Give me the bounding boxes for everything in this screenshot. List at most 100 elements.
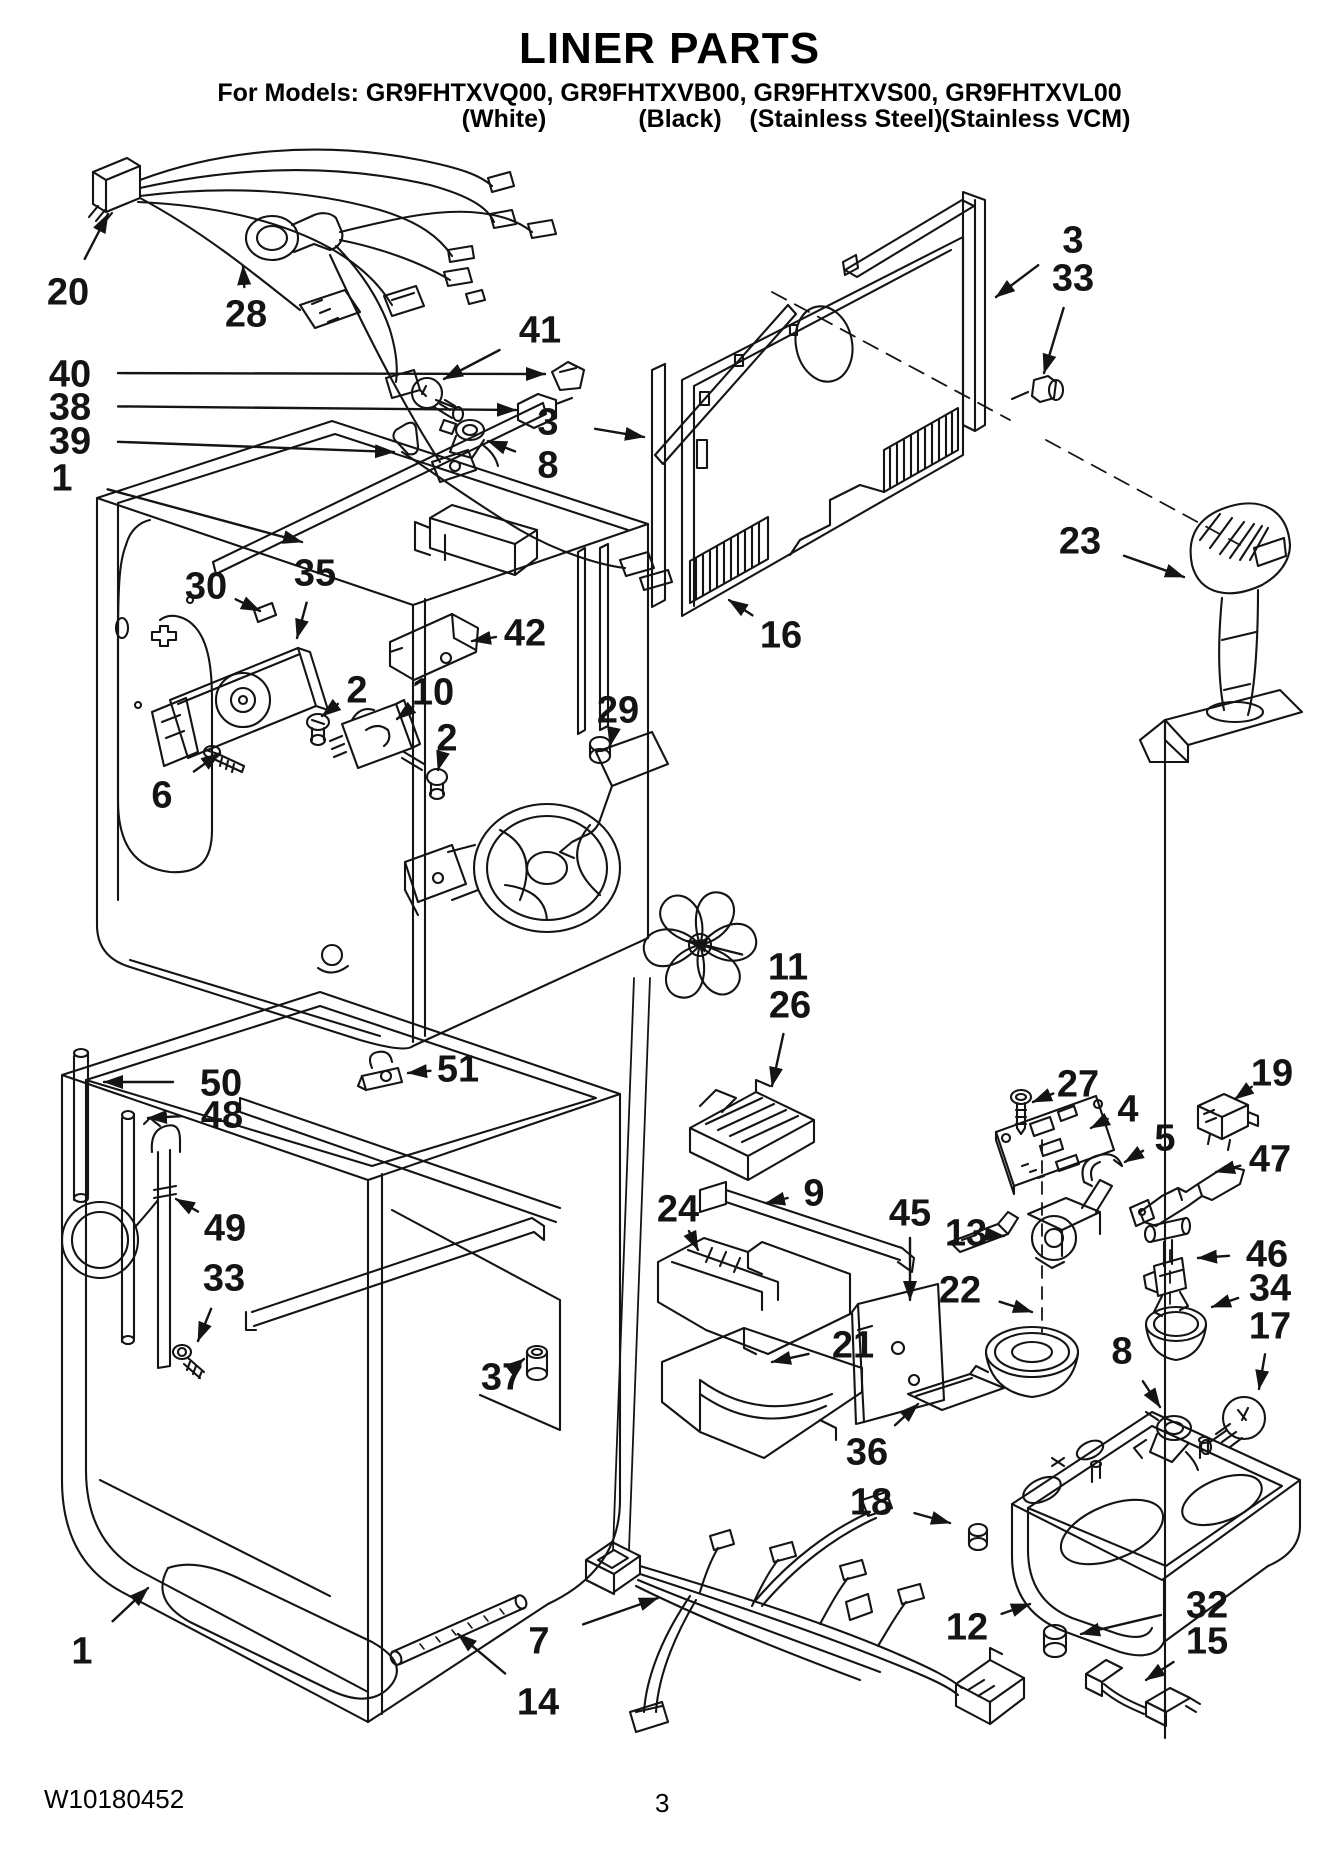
callout-label-26: 26 <box>769 985 811 1027</box>
callout-label-22: 22 <box>939 1270 981 1312</box>
callout-arrow-7 <box>581 1596 660 1626</box>
callout-arrow-14 <box>456 1632 507 1675</box>
finish-label: (Black) <box>638 105 722 133</box>
callout-arrow-8 <box>1141 1380 1162 1409</box>
callout-arrow-37 <box>504 1357 526 1377</box>
callout-arrow-2 <box>320 698 342 718</box>
thermostat-bracket-art <box>150 601 330 768</box>
callout-label-28: 28 <box>225 294 267 336</box>
callout-label-49: 49 <box>204 1208 246 1250</box>
finish-label: (Stainless Steel) <box>749 105 943 133</box>
drain-tray-12-art <box>1010 1410 1302 1657</box>
control-board-4-art <box>994 1094 1116 1196</box>
water-filter-23-art <box>1138 502 1304 1740</box>
document-number: W10180452 <box>44 1784 185 1814</box>
callout-arrow-22 <box>998 1299 1034 1314</box>
callout-label-14: 14 <box>517 1682 559 1724</box>
grommet-2a-art <box>305 712 331 747</box>
callout-arrow-48 <box>146 1109 183 1124</box>
assembly-axis-dashes <box>1041 1139 1171 1333</box>
cup-34-art <box>1144 1305 1208 1362</box>
callout-label-1: 1 <box>71 1631 92 1673</box>
clip-51-art <box>356 1050 404 1092</box>
tube-48-art <box>120 1109 136 1346</box>
callout-label-3: 3 <box>537 402 558 444</box>
callout-arrow-33 <box>1042 306 1065 375</box>
callout-label-24: 24 <box>657 1189 699 1231</box>
air-damper-26-art <box>688 1078 816 1182</box>
callout-label-23: 23 <box>1059 521 1101 563</box>
rail-9-art <box>698 1180 916 1274</box>
evaporator-cover-16-art <box>680 235 1241 618</box>
callout-label-1: 1 <box>51 458 72 500</box>
tray-42-art <box>388 612 480 682</box>
callout-arrow-35 <box>295 601 309 640</box>
callout-label-16: 16 <box>760 615 802 657</box>
callout-arrow-18 <box>913 1511 952 1525</box>
grommet-18-art <box>967 1522 989 1552</box>
callout-arrow-3 <box>994 264 1040 299</box>
callout-label-3: 3 <box>1062 220 1083 262</box>
callout-label-4: 4 <box>1117 1089 1138 1131</box>
callout-arrow-9 <box>764 1191 789 1206</box>
callout-arrow-28 <box>237 264 252 289</box>
callout-arrow-17 <box>1255 1353 1270 1391</box>
thermostat-10-art <box>328 698 426 772</box>
tube-14-art <box>389 1594 528 1666</box>
callout-arrow-13 <box>984 1227 1006 1241</box>
callout-label-33: 33 <box>203 1258 245 1300</box>
page-number: 3 <box>655 1788 670 1818</box>
clip-5-art <box>1081 1153 1124 1188</box>
finish-label: (White) <box>461 105 547 133</box>
callout-label-32: 32 <box>1186 1585 1228 1627</box>
cup-22-art <box>984 1325 1080 1399</box>
callout-arrow-3 <box>593 426 646 441</box>
callout-label-35: 35 <box>294 553 336 595</box>
callout-label-27: 27 <box>1057 1064 1099 1106</box>
fan-blade-11-art <box>612 891 758 1551</box>
callout-arrow-11 <box>686 938 744 956</box>
callout-arrow-27 <box>1031 1088 1055 1104</box>
callout-arrow-2 <box>436 749 450 772</box>
plate-36-art <box>906 1364 1006 1412</box>
callout-arrow-12 <box>1000 1602 1032 1617</box>
damper-motor-13-art <box>948 1178 1114 1270</box>
callout-label-37: 37 <box>481 1357 523 1399</box>
callout-label-20: 20 <box>47 272 89 314</box>
bulb-socket-8-bottom-art <box>1132 1410 1200 1472</box>
fan-shroud-art <box>403 802 622 934</box>
cover-trim-3-art <box>576 190 987 736</box>
callout-label-15: 15 <box>1186 1621 1228 1663</box>
callout-arrow-21 <box>770 1351 810 1365</box>
bushing-37-art <box>525 1344 549 1382</box>
callout-label-34: 34 <box>1249 1268 1291 1310</box>
top-rail-art <box>211 360 674 592</box>
callout-label-42: 42 <box>504 613 546 655</box>
callout-arrow-20 <box>83 212 110 261</box>
light-bulb-17-art <box>1199 1395 1267 1456</box>
callout-label-18: 18 <box>850 1482 892 1524</box>
jumper-harness-15-art <box>1084 1658 1202 1728</box>
callout-arrow-33 <box>196 1307 213 1343</box>
callout-arrow-19 <box>1233 1082 1255 1101</box>
callout-label-2: 2 <box>346 670 367 712</box>
callout-label-29: 29 <box>597 690 639 732</box>
callout-arrow-26 <box>769 1032 785 1088</box>
callout-arrow-8 <box>486 439 517 455</box>
models-line: For Models: GR9FHTXVQ00, GR9FHTXVB00, GR… <box>217 79 1122 107</box>
callout-label-11: 11 <box>768 947 808 989</box>
callout-label-13: 13 <box>945 1213 987 1255</box>
callout-arrow-42 <box>470 630 498 645</box>
callout-label-30: 30 <box>185 566 227 608</box>
callout-label-47: 47 <box>1249 1139 1291 1181</box>
callout-label-41: 41 <box>519 310 561 352</box>
wire-harness-7-art <box>584 1490 1026 1734</box>
callout-arrow-40 <box>116 366 547 381</box>
freezer-liner-art <box>95 419 650 1050</box>
screw-27-art <box>1009 1088 1033 1136</box>
bracket-47-art <box>1128 1164 1246 1228</box>
grommet-2b-art <box>425 767 449 801</box>
callout-label-5: 5 <box>1154 1118 1175 1160</box>
